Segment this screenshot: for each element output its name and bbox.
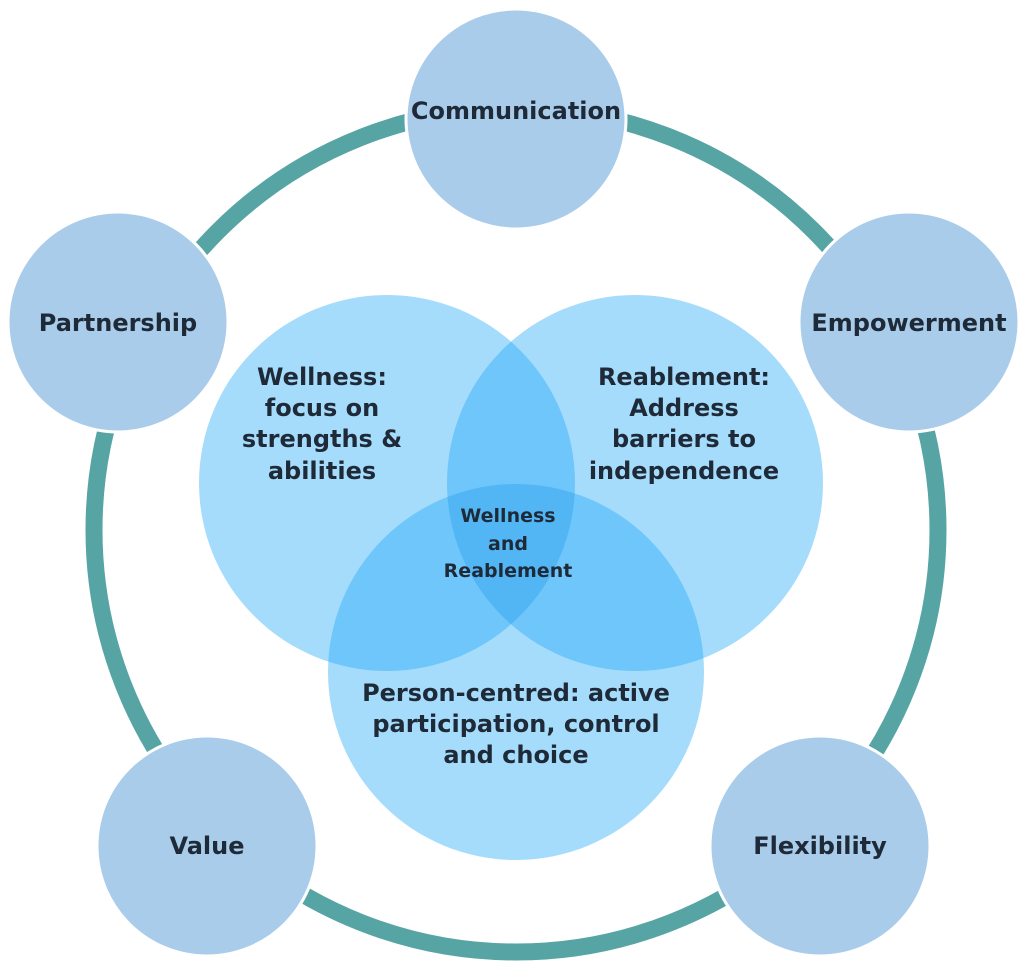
person-centred-line: Person-centred: active [362, 679, 670, 707]
circle-flexibility [708, 734, 932, 958]
overlap-wellness-person [328, 484, 575, 671]
reablement-line: barriers to [612, 425, 756, 454]
label-flexibility: Flexibility [753, 832, 887, 860]
label-communication: Communication [410, 97, 622, 125]
wellness-line: abilities [267, 456, 377, 485]
circle-communication [404, 7, 628, 231]
circle-partnership [6, 210, 230, 434]
label-empowerment: Empowerment [811, 309, 1007, 337]
center-line: and [488, 532, 528, 555]
person-centred-line: participation, control [372, 710, 660, 739]
overlap-reablement-person [447, 484, 704, 671]
label-wellness: Wellness: focus on strengths & abilities [222, 362, 422, 487]
center-line: Reablement [443, 560, 573, 583]
reablement-line: Reablement: [597, 363, 771, 391]
reablement-line: Address [629, 394, 739, 423]
label-value: Value [169, 832, 245, 860]
reablement-line: independence [588, 456, 780, 485]
label-partnership: Partnership [38, 309, 198, 337]
wellness-line: Wellness: [257, 363, 387, 391]
label-person-centred: Person-centred: active participation, co… [356, 678, 676, 772]
center-line: Wellness [460, 505, 556, 527]
wellness-line: focus on [264, 394, 380, 423]
wellness-line: strengths & [241, 425, 403, 454]
label-center: Wellness and Reablement [418, 503, 598, 586]
person-centred-line: and choice [443, 741, 589, 770]
circle-empowerment [797, 210, 1021, 434]
circle-value [95, 734, 319, 958]
label-reablement: Reablement: Address barriers to independ… [584, 362, 784, 487]
